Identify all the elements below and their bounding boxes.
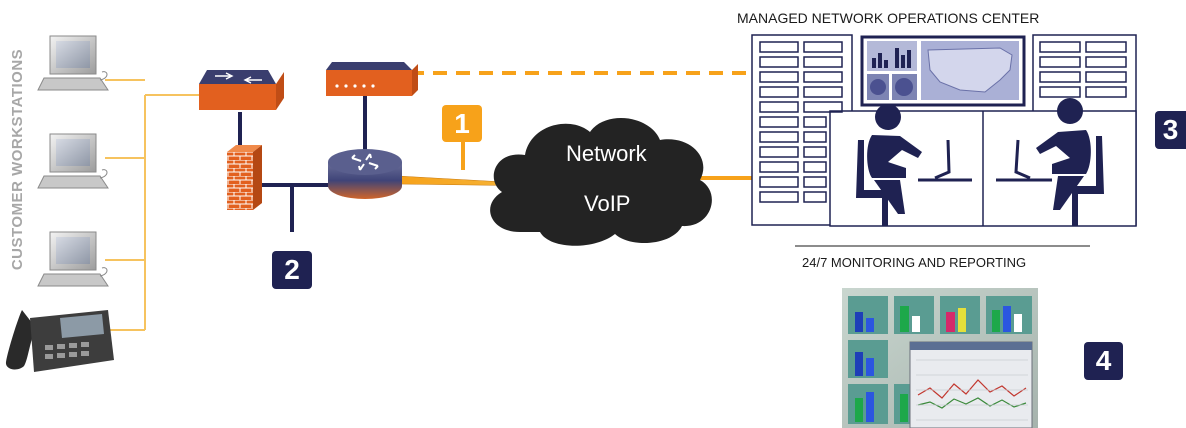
server-rack-icon	[1039, 41, 1127, 98]
customer-workstations-label: CUSTOMER WORKSTATIONS	[4, 18, 32, 300]
badge-2: 2	[272, 251, 312, 289]
cloud-label-voip: VoIP	[584, 191, 631, 216]
badge-1: 1	[442, 105, 482, 142]
computer-icon	[37, 133, 109, 189]
noc-wall-display	[860, 35, 1026, 107]
dashboard-screenshot-icon	[842, 288, 1038, 428]
router-icon	[328, 149, 402, 199]
operator-icon	[1036, 98, 1104, 226]
customer-workstations-text: CUSTOMER WORKSTATIONS	[9, 48, 27, 270]
badge-3: 3	[1155, 111, 1186, 149]
computer-icon	[37, 231, 109, 287]
network-links	[238, 96, 367, 232]
monitor-icon	[918, 139, 1052, 182]
badge-4: 4	[1084, 342, 1123, 380]
firewall-icon	[227, 145, 262, 210]
cloud-icon	[490, 118, 712, 246]
operator-icon	[856, 104, 922, 226]
modem-icon	[326, 62, 418, 96]
switch-icon	[199, 70, 284, 110]
noc-title: MANAGED NETWORK OPERATIONS CENTER	[737, 10, 1040, 26]
monitoring-caption: 24/7 MONITORING AND REPORTING	[802, 255, 1027, 270]
computer-icon	[37, 35, 109, 91]
customer-wiring	[105, 79, 200, 331]
server-rack-icon	[759, 41, 843, 203]
cloud-label-network: Network	[566, 141, 647, 166]
phone-icon	[5, 310, 114, 372]
